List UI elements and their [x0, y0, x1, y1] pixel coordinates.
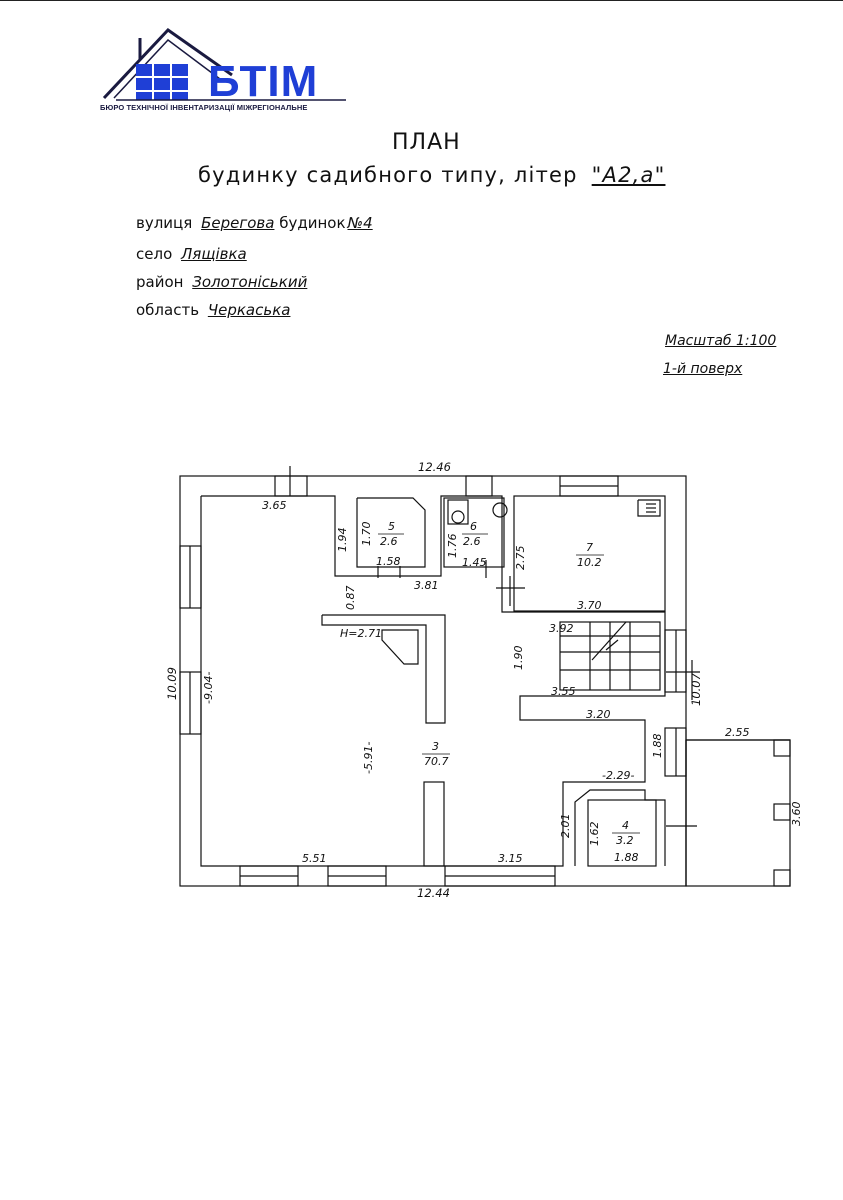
- dim-087: 0.87: [344, 586, 357, 611]
- dim-360: 3.60: [790, 802, 803, 827]
- dim-overall-top: 12.46: [418, 460, 451, 474]
- dim-551: 5.51: [302, 852, 327, 865]
- dim-591: -5.91-: [362, 742, 375, 774]
- village-value: Лящівка: [181, 245, 247, 263]
- dim-904: -9.04-: [202, 672, 215, 704]
- dim-158: 1.58: [376, 555, 401, 568]
- room-7-number: 7: [586, 541, 593, 554]
- room-6-area: 2.6: [463, 535, 481, 548]
- room-3-area: 70.7: [424, 755, 449, 768]
- bti-logo: БТІМ: [96, 20, 354, 116]
- dim-320: 3.20: [586, 708, 611, 721]
- dim-201: 2.01: [559, 814, 572, 839]
- dim-194: 1.94: [336, 528, 349, 553]
- room-3-number: 3: [432, 740, 439, 753]
- dim-255: 2.55: [725, 726, 750, 739]
- room-4-number: 4: [622, 819, 629, 832]
- walls: [179, 466, 791, 887]
- dim-381: 3.81: [414, 579, 439, 592]
- dim-275: 2.75: [514, 546, 527, 571]
- address-village-line: село Лящівка: [136, 245, 247, 263]
- dim-229: -2.29-: [602, 769, 634, 782]
- dim-188b: 1.88: [614, 851, 639, 864]
- house-label: будинок: [279, 214, 346, 232]
- page-subtitle: будинку садибного типу, літер "А2,а": [198, 163, 665, 187]
- top-border-line: [0, 0, 843, 1]
- room-5-number: 5: [388, 520, 395, 533]
- room-4-area: 3.2: [616, 834, 634, 847]
- dim-height: H=2.71: [340, 627, 382, 640]
- scale-label: Масштаб 1:100: [665, 333, 777, 349]
- region-value: Черкаська: [207, 301, 291, 319]
- dim-355: 3.55: [551, 685, 576, 698]
- house-value: №4: [347, 214, 373, 232]
- page-title: ПЛАН: [392, 130, 461, 155]
- address-region-line: область Черкаська: [136, 301, 290, 319]
- region-label: область: [136, 301, 200, 319]
- floor-label: 1-й поверх: [663, 361, 743, 377]
- logo-caption: БЮРО ТЕХНІЧНОЇ ІНВЕНТАРИЗАЦІЇ МІЖРЕГІОНА…: [100, 103, 308, 112]
- dim-315: 3.15: [498, 852, 523, 865]
- logo-text: БТІМ: [208, 57, 318, 106]
- room-7-area: 10.2: [577, 556, 602, 569]
- subtitle-liter: "А2,а": [591, 163, 666, 187]
- dim-overall-left: 10.09: [165, 667, 179, 700]
- room-6-number: 6: [470, 520, 477, 533]
- village-label: село: [136, 245, 173, 263]
- street-label: вулиця: [136, 214, 193, 232]
- district-label: район: [136, 273, 184, 291]
- address-district-line: район Золотоніський: [136, 273, 307, 291]
- dim-392: 3.92: [549, 622, 574, 635]
- room-5-area: 2.6: [380, 535, 398, 548]
- dim-162: 1.62: [588, 822, 601, 847]
- dim-176: 1.76: [446, 534, 459, 559]
- dim-370: 3.70: [577, 599, 602, 612]
- dim-365: 3.65: [262, 499, 287, 512]
- dim-190: 1.90: [512, 646, 525, 671]
- dim-170: 1.70: [360, 522, 373, 547]
- dim-overall-right: 10.07: [689, 672, 703, 706]
- subtitle-text: будинку садибного типу, літер: [198, 163, 578, 187]
- dim-145: 1.45: [462, 556, 487, 569]
- dim-overall-bottom: 12.44: [417, 886, 450, 900]
- district-value: Золотоніський: [192, 273, 308, 291]
- dim-188a: 1.88: [651, 734, 664, 759]
- street-value: Берегова: [201, 214, 275, 232]
